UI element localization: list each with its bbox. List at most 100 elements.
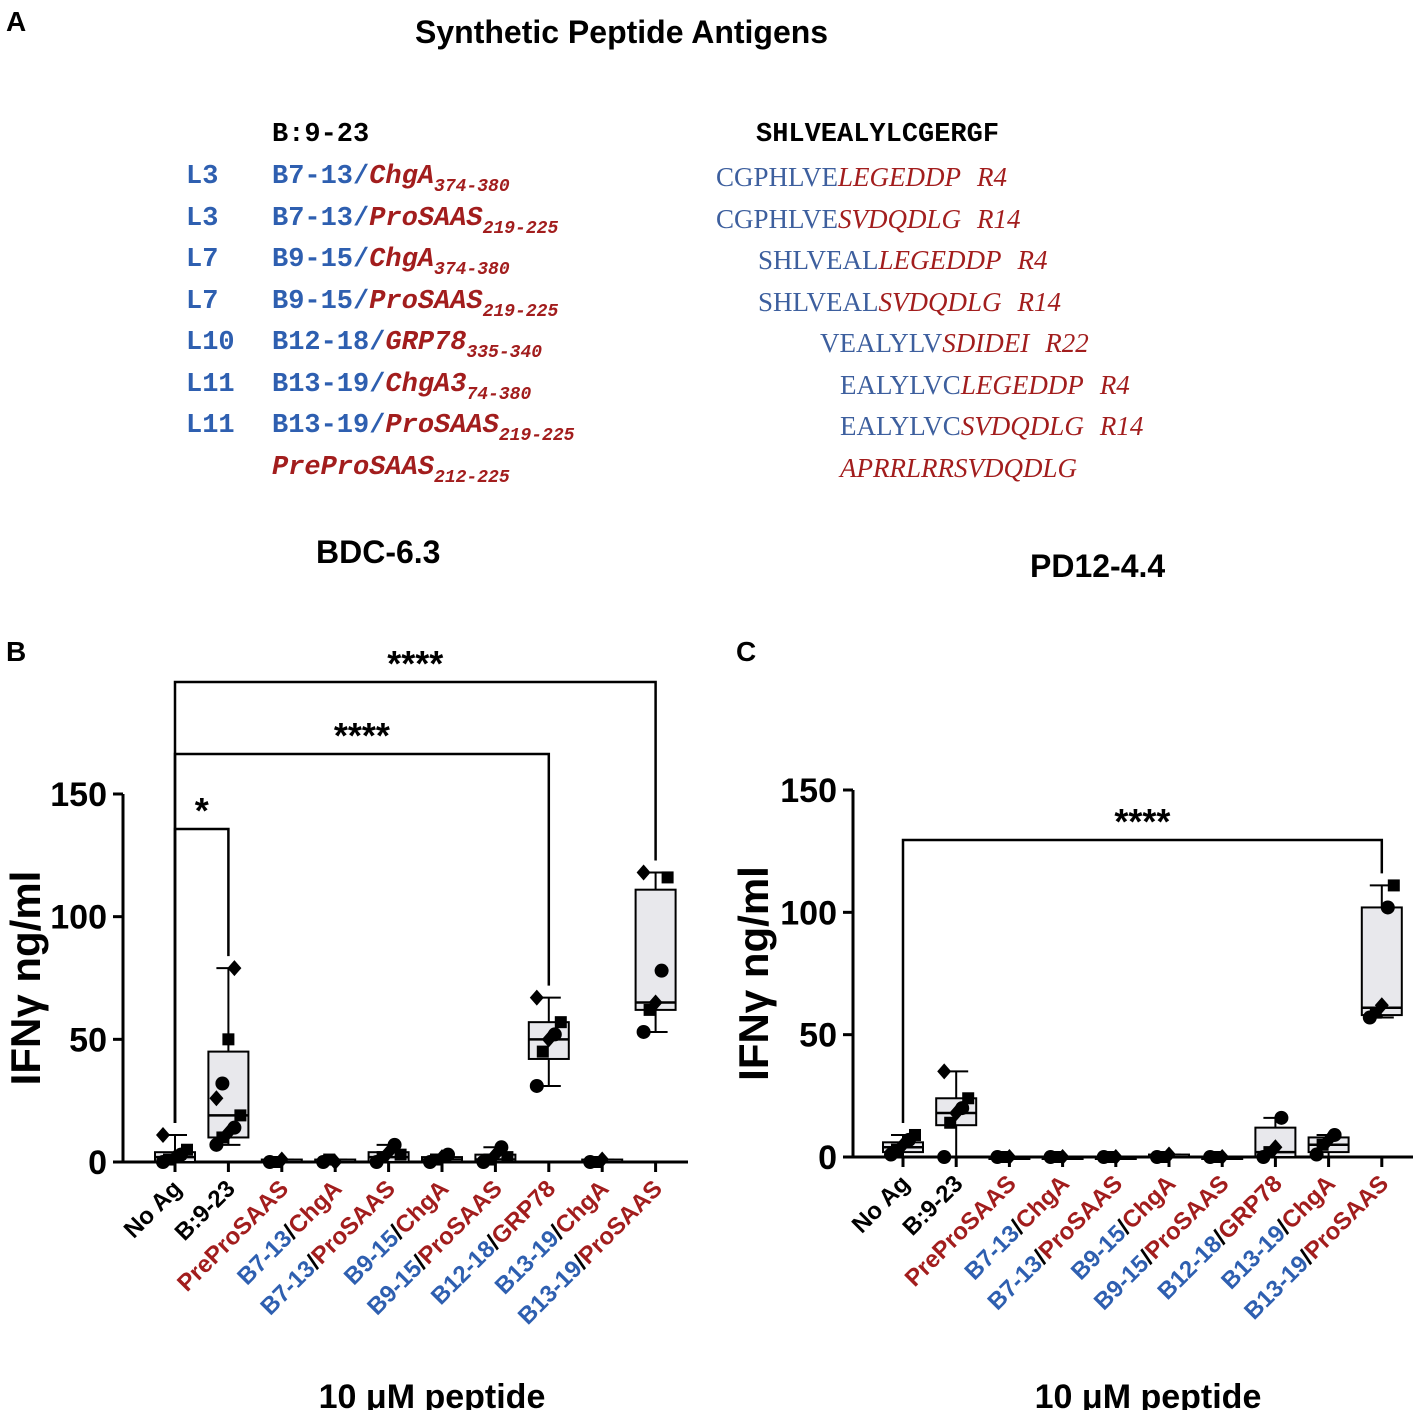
data-point bbox=[394, 1148, 407, 1161]
insulin-segment: B7-13/ bbox=[272, 162, 370, 192]
data-point bbox=[328, 1154, 343, 1170]
loop-label: L11 bbox=[186, 369, 235, 400]
data-point bbox=[909, 1128, 921, 1141]
panel-label-c: C bbox=[736, 636, 757, 667]
peptide-sequence-row: APRRLRRSVDQDLG bbox=[840, 453, 1077, 486]
data-point bbox=[962, 1092, 975, 1105]
data-point bbox=[274, 1151, 289, 1168]
significance-bracket bbox=[901, 838, 1384, 1123]
data-point bbox=[529, 1078, 544, 1093]
panel-label-b: B bbox=[6, 636, 27, 667]
data-point bbox=[937, 1063, 952, 1080]
insulin-sequence: EALYLVC bbox=[840, 411, 961, 441]
fragment-sequence: LEGEDDP bbox=[838, 162, 962, 192]
data-point bbox=[1268, 1139, 1283, 1156]
fragment-residues: 212-225 bbox=[434, 467, 510, 488]
peptide-name-row: L3 B7-13/ChgA374-380 bbox=[186, 162, 510, 197]
chart-title-bdc: BDC-6.3 bbox=[316, 534, 441, 570]
fragment-sequence: SVDQDLG bbox=[878, 286, 1002, 317]
y-axis-label: IFNγ ng/ml bbox=[730, 866, 777, 1081]
box bbox=[634, 888, 677, 1011]
insulin-segment: B13-19/ bbox=[272, 369, 386, 400]
loop-label: L3 bbox=[186, 203, 219, 234]
fragment-residues: 219-225 bbox=[498, 426, 575, 446]
data-point bbox=[441, 1147, 455, 1162]
insulin-sequence: CGPHLVE bbox=[716, 162, 839, 192]
fused-fragment: ProSAAS bbox=[369, 203, 483, 234]
data-point bbox=[181, 1143, 193, 1156]
data-point bbox=[636, 864, 651, 881]
y-tick-label: 0 bbox=[88, 1144, 107, 1182]
y-tick-label: 0 bbox=[818, 1139, 837, 1177]
y-axis-label: IFNγ ng/ml bbox=[2, 871, 49, 1086]
data-point bbox=[1327, 1127, 1342, 1142]
loop-label: L3 bbox=[186, 162, 219, 192]
fragment-residues: 335-340 bbox=[466, 343, 543, 363]
significance-label: **** bbox=[1114, 801, 1170, 842]
data-point bbox=[1321, 1131, 1336, 1148]
y-tick-label: 50 bbox=[799, 1017, 837, 1055]
data-point bbox=[949, 1104, 964, 1121]
register-tag: R14 bbox=[1017, 286, 1062, 317]
data-point bbox=[547, 1027, 562, 1042]
peptide-name-row: PreProSAAS212-225 bbox=[186, 453, 510, 488]
data-point bbox=[1108, 1149, 1123, 1165]
data-point bbox=[222, 1033, 235, 1046]
loop-label: L7 bbox=[186, 245, 219, 275]
insulin-sequence: VEALYLV bbox=[820, 328, 943, 358]
fragment-sequence: SVDQDLG bbox=[838, 203, 962, 234]
data-point bbox=[1380, 900, 1395, 915]
loop-label: L11 bbox=[186, 411, 235, 441]
fragment-residues: 219-225 bbox=[482, 218, 559, 239]
data-point bbox=[494, 1140, 509, 1155]
data-point bbox=[227, 960, 242, 977]
register-tag: R14 bbox=[977, 203, 1021, 234]
loop-label: L10 bbox=[186, 328, 235, 358]
data-point bbox=[227, 1120, 242, 1135]
data-point bbox=[536, 1045, 549, 1058]
register-tag: R14 bbox=[1099, 411, 1144, 441]
x-axis-label: 10 μM peptide bbox=[1035, 1378, 1262, 1410]
fused-fragment: ChgA bbox=[369, 162, 435, 192]
fragment-sequence: LEGEDDP bbox=[960, 369, 1084, 400]
box bbox=[1360, 906, 1403, 1017]
data-point bbox=[636, 1024, 651, 1039]
insulin-sequence: EALYLVC bbox=[840, 369, 961, 400]
fragment-residues: 374-380 bbox=[434, 260, 510, 280]
header-peptide-name: B:9-23 bbox=[272, 120, 370, 150]
x-axis-label: 10 μM peptide bbox=[319, 1378, 546, 1410]
data-point bbox=[387, 1137, 402, 1152]
chart-title-pd12: PD12-4.4 bbox=[1030, 548, 1166, 584]
insulin-segment: B9-15/ bbox=[272, 286, 370, 317]
insulin-segment: B9-15/ bbox=[272, 245, 370, 275]
y-tick-label: 150 bbox=[780, 772, 837, 810]
y-tick-label: 150 bbox=[50, 776, 107, 814]
panel-label-a: A bbox=[6, 6, 27, 37]
data-point bbox=[215, 1076, 230, 1091]
data-point bbox=[209, 1090, 224, 1107]
data-point bbox=[234, 1109, 247, 1122]
data-point bbox=[937, 1150, 952, 1164]
fragment-sequence: LEGEDDP bbox=[878, 245, 1002, 275]
data-point bbox=[1162, 1146, 1176, 1163]
y-tick-label: 50 bbox=[69, 1021, 107, 1059]
data-point bbox=[595, 1151, 610, 1168]
fragment-sequence: SDIDEI bbox=[942, 328, 1030, 358]
register-tag: R4 bbox=[1017, 245, 1048, 275]
fused-fragment: GRP78 bbox=[385, 328, 467, 358]
fragment-residues: 374-380 bbox=[434, 177, 510, 197]
data-point bbox=[944, 1116, 957, 1129]
significance-bracket bbox=[173, 680, 657, 1124]
data-point bbox=[1309, 1147, 1324, 1162]
fragment-residues: 219-225 bbox=[482, 301, 559, 322]
data-point bbox=[896, 1136, 910, 1153]
fragment-sequence: SVDQDLG bbox=[960, 411, 1084, 441]
data-point bbox=[501, 1151, 514, 1164]
